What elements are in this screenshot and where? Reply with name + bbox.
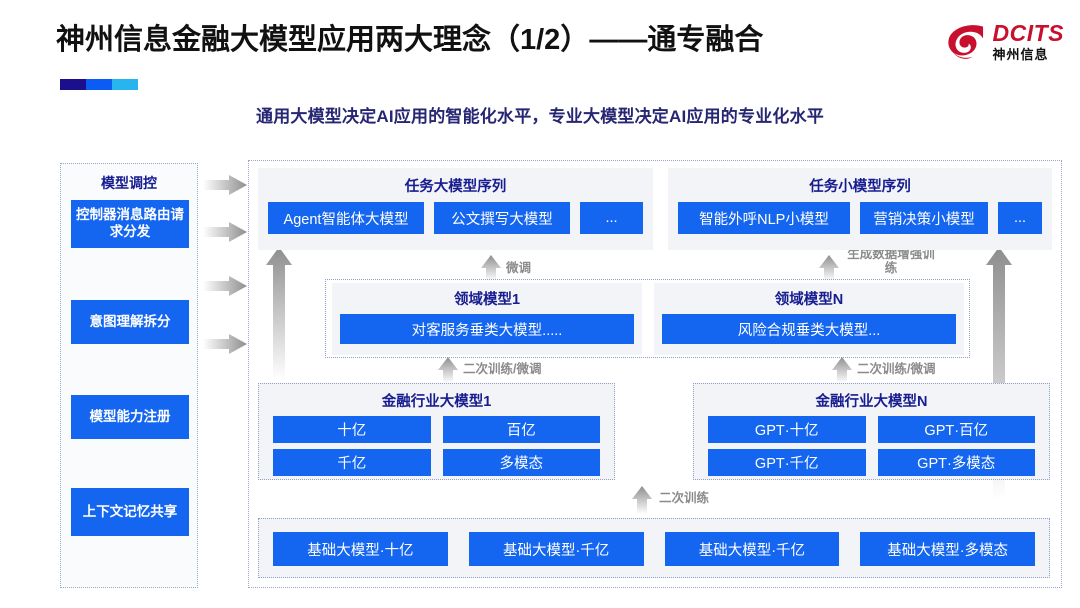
chip-base-hundred-billion-1[interactable]: 基础大模型·千亿 <box>468 532 644 566</box>
chip-gpt-multimodal[interactable]: GPT·多模态 <box>877 449 1035 476</box>
chip-gpt-billion[interactable]: GPT·十亿 <box>708 416 866 443</box>
chip-gpt-ten-billion[interactable]: GPT·百亿 <box>877 416 1035 443</box>
task-large-model-chips: Agent智能体大模型 公文撰写大模型 ... <box>258 196 653 244</box>
flow-arrow-right-2 <box>203 222 247 242</box>
logo-subtext: 神州信息 <box>992 46 1049 62</box>
chip-ten-billion[interactable]: 百亿 <box>442 416 600 443</box>
flow-arrow-right-4 <box>203 334 247 354</box>
flow-arrow-right-1 <box>203 175 247 195</box>
architecture-frame <box>248 160 1062 588</box>
logo-wordmark: DCITS <box>992 19 1064 46</box>
chip-gpt-hundred-billion[interactable]: GPT·千亿 <box>708 449 866 476</box>
chip-marketing-decision-model[interactable]: 营销决策小模型 <box>860 202 988 234</box>
base-model-band: 基础大模型·十亿 基础大模型·千亿 基础大模型·千亿 基础大模型·多模态 <box>258 518 1050 578</box>
domain-model-1-title: 领域模型1 <box>453 292 521 308</box>
company-logo: DCITS 神州信息 <box>945 20 1065 62</box>
task-small-model-title: 任务小模型序列 <box>809 179 911 195</box>
chip-agent-model[interactable]: Agent智能体大模型 <box>268 202 424 234</box>
control-item-registry[interactable]: 模型能力注册 <box>71 395 189 439</box>
domain-model-band: 领域模型1 对客服务垂类大模型..... 领域模型N 风险合规垂类大模型... <box>325 279 970 358</box>
flow-arrow-up-finetune <box>481 255 501 281</box>
accent-segment-navy <box>60 79 86 90</box>
control-item-intent[interactable]: 意图理解拆分 <box>71 300 189 344</box>
chip-more-small[interactable]: ... <box>998 202 1042 234</box>
industry-model-1: 金融行业大模型1 十亿 百亿 千亿 多模态 <box>258 383 615 480</box>
task-large-model-sequence: 任务大模型序列 Agent智能体大模型 公文撰写大模型 ... <box>258 168 653 250</box>
flow-arrow-up-tall-left <box>266 247 292 380</box>
arrow-label-datagen: 生成数据增强训练 <box>847 247 935 276</box>
arrow-label-retrain-right: 二次训练/微调 <box>857 362 936 376</box>
control-panel-title: 模型调控 <box>101 175 157 191</box>
chip-customer-service-vertical-model[interactable]: 对客服务垂类大模型..... <box>340 314 634 344</box>
chip-more-large[interactable]: ... <box>580 202 643 234</box>
industry-model-1-title: 金融行业大模型1 <box>381 394 492 410</box>
arrow-label-retrain-left: 二次训练/微调 <box>463 362 542 376</box>
domain-model-1: 领域模型1 对客服务垂类大模型..... <box>332 283 642 355</box>
industry-model-n-title: 金融行业大模型N <box>815 394 928 410</box>
chip-document-writing-model[interactable]: 公文撰写大模型 <box>434 202 570 234</box>
industry-model-1-chips: 十亿 百亿 千亿 多模态 <box>259 411 614 476</box>
flow-arrow-up-tall-right <box>986 247 1012 500</box>
domain-model-n-title: 领域模型N <box>774 292 844 308</box>
industry-model-n: 金融行业大模型N GPT·十亿 GPT·百亿 GPT·千亿 GPT·多模态 <box>693 383 1050 480</box>
arrow-label-finetune: 微调 <box>506 261 532 275</box>
flow-arrow-up-retrain-left <box>438 357 458 383</box>
accent-segment-cyan <box>112 79 138 90</box>
flow-arrow-right-3 <box>203 276 247 296</box>
control-panel: 模型调控 控制器消息路由请求分发 意图理解拆分 模型能力注册 上下文记忆共享 <box>60 163 198 588</box>
flow-arrow-up-retrain-right <box>832 357 852 383</box>
task-small-model-chips: 智能外呼NLP小模型 营销决策小模型 ... <box>668 196 1052 244</box>
control-item-router[interactable]: 控制器消息路由请求分发 <box>71 200 189 248</box>
page-subtitle: 通用大模型决定AI应用的智能化水平，专业大模型决定AI应用的专业化水平 <box>256 107 824 126</box>
chip-risk-compliance-vertical-model[interactable]: 风险合规垂类大模型... <box>662 314 956 344</box>
flow-arrow-up-base <box>632 486 652 514</box>
title-accent-bar <box>60 79 138 90</box>
task-large-model-title: 任务大模型序列 <box>404 179 507 195</box>
chip-hundred-billion[interactable]: 千亿 <box>273 449 431 476</box>
arrow-label-retrain-base: 二次训练 <box>659 491 710 505</box>
base-model-chips: 基础大模型·十亿 基础大模型·千亿 基础大模型·千亿 基础大模型·多模态 <box>259 519 1049 579</box>
task-small-model-sequence: 任务小模型序列 智能外呼NLP小模型 营销决策小模型 ... <box>668 168 1052 250</box>
chip-multimodal[interactable]: 多模态 <box>442 449 600 476</box>
control-item-context[interactable]: 上下文记忆共享 <box>71 488 189 536</box>
chip-billion[interactable]: 十亿 <box>273 416 431 443</box>
chip-base-hundred-billion-2[interactable]: 基础大模型·千亿 <box>664 532 840 566</box>
flow-arrow-up-datagen <box>819 255 839 281</box>
chip-base-multimodal[interactable]: 基础大模型·多模态 <box>860 532 1035 566</box>
page-title: 神州信息金融大模型应用两大理念（1/2）——通专融合 <box>56 24 764 56</box>
domain-model-n: 领域模型N 风险合规垂类大模型... <box>654 283 964 355</box>
industry-model-n-chips: GPT·十亿 GPT·百亿 GPT·千亿 GPT·多模态 <box>694 411 1049 476</box>
chip-outbound-nlp-model[interactable]: 智能外呼NLP小模型 <box>678 202 850 234</box>
dcits-swirl-icon <box>947 25 983 59</box>
accent-segment-blue <box>86 79 112 90</box>
chip-base-billion[interactable]: 基础大模型·十亿 <box>273 532 448 566</box>
